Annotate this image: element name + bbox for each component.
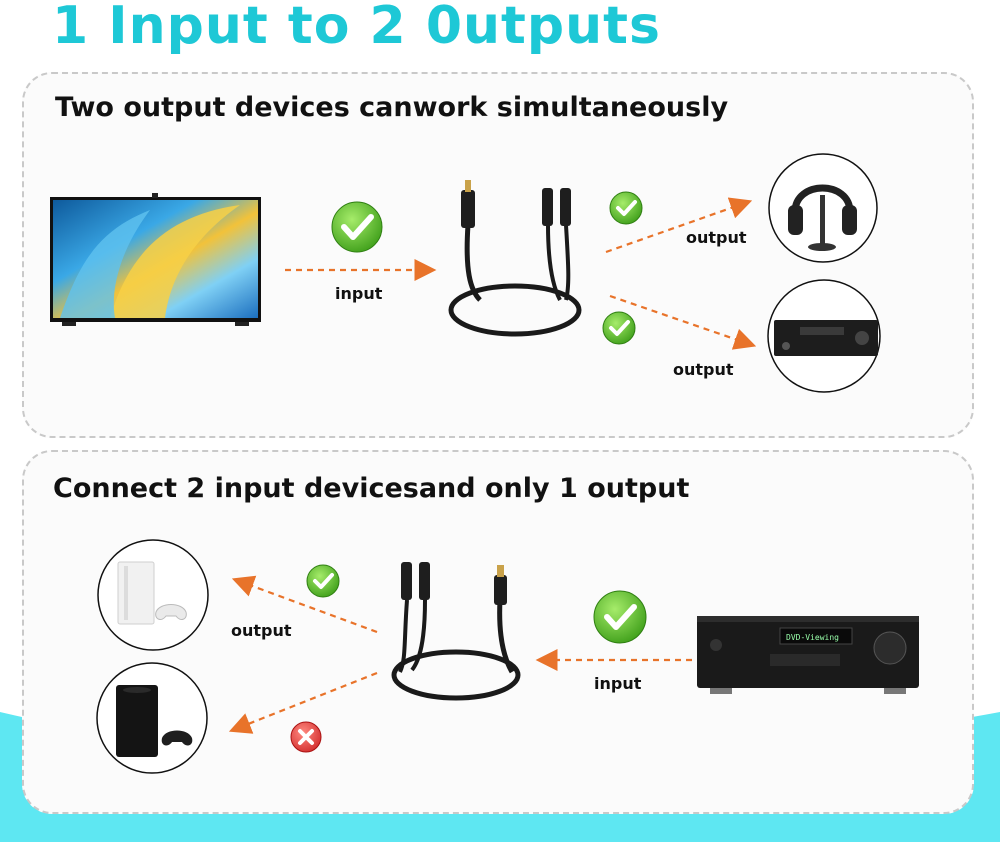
check-icon	[602, 311, 636, 345]
check-icon	[593, 590, 647, 644]
check-icon	[331, 201, 383, 253]
av-receiver-icon: DVD-Viewing	[697, 616, 919, 694]
page-title: 1 Input to 2 0utputs	[52, 0, 661, 56]
xbox-console-icon	[96, 662, 208, 774]
heading-top: Two output devices canwork simultaneousl…	[55, 92, 729, 123]
check-icon	[609, 191, 643, 225]
label-output-top-2: output	[673, 360, 734, 379]
label-input-top: input	[335, 284, 383, 303]
label-input-bottom: input	[594, 674, 642, 693]
headphones-icon	[768, 153, 878, 263]
game-console-icon	[97, 539, 209, 651]
arrow-output-console-2	[228, 671, 378, 734]
arrow-output-console-1	[231, 575, 378, 634]
tv-icon	[50, 193, 261, 326]
splitter-cable-icon	[448, 180, 582, 337]
label-output-top-1: output	[686, 228, 747, 247]
splitter-cable-icon	[391, 562, 521, 701]
av-receiver-icon	[767, 279, 881, 393]
svg-text:DVD-Viewing: DVD-Viewing	[786, 633, 839, 642]
arrow-output-receiver	[609, 294, 757, 350]
cross-icon	[290, 721, 322, 753]
label-output-bottom: output	[231, 621, 292, 640]
arrow-output-headphones	[605, 197, 753, 254]
heading-bottom: Connect 2 input devicesand only 1 output	[53, 473, 690, 504]
check-icon	[306, 564, 340, 598]
